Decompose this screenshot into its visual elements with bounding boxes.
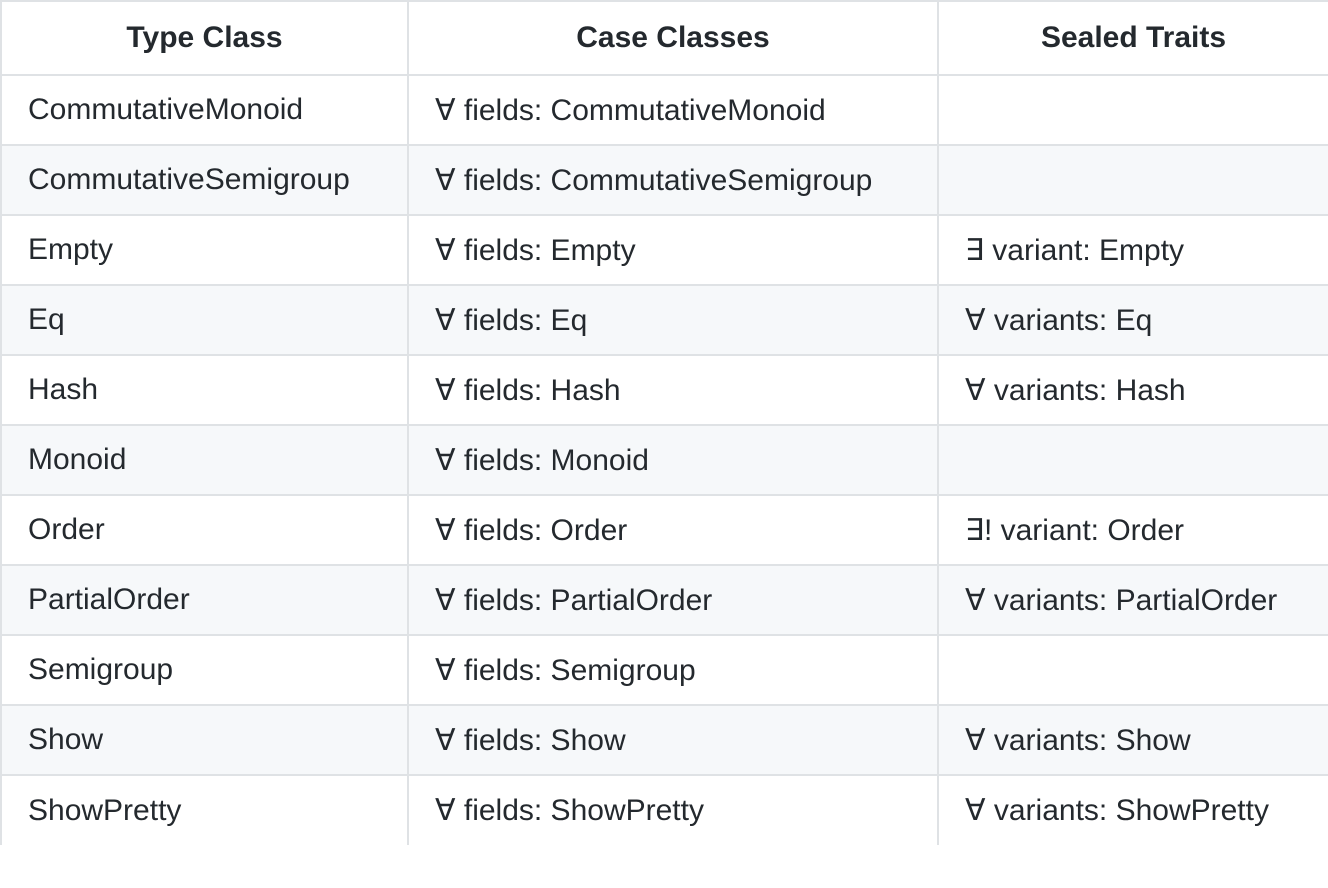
case-classes-cell: ∀ fields: Semigroup: [407, 634, 939, 706]
type-class-derivation-table: Type Class Case Classes Sealed Traits Co…: [0, 0, 1328, 845]
case-classes-cell: ∀ fields: Hash: [407, 354, 939, 426]
type-class-cell: Empty: [0, 214, 409, 286]
type-class-cell: Show: [0, 704, 409, 776]
type-class-cell: Semigroup: [0, 634, 409, 706]
type-class-cell: Order: [0, 494, 409, 566]
table-row: Empty ∀ fields: Empty ∃ variant: Empty: [0, 214, 1328, 286]
type-class-cell: PartialOrder: [0, 564, 409, 636]
sealed-traits-cell: [937, 144, 1328, 216]
case-classes-cell: ∀ fields: Order: [407, 494, 939, 566]
case-classes-cell: ∀ fields: Eq: [407, 284, 939, 356]
column-header-type-class: Type Class: [0, 0, 409, 76]
table-row: Show ∀ fields: Show ∀ variants: Show: [0, 704, 1328, 776]
table-row: Order ∀ fields: Order ∃! variant: Order: [0, 494, 1328, 566]
type-class-cell: CommutativeMonoid: [0, 74, 409, 146]
case-classes-cell: ∀ fields: Show: [407, 704, 939, 776]
sealed-traits-cell: [937, 634, 1328, 706]
sealed-traits-cell: [937, 424, 1328, 496]
table-row: Semigroup ∀ fields: Semigroup: [0, 634, 1328, 706]
column-header-case-classes: Case Classes: [407, 0, 939, 76]
table-row: Eq ∀ fields: Eq ∀ variants: Eq: [0, 284, 1328, 356]
type-class-cell: CommutativeSemigroup: [0, 144, 409, 216]
case-classes-cell: ∀ fields: Monoid: [407, 424, 939, 496]
case-classes-cell: ∀ fields: ShowPretty: [407, 774, 939, 845]
case-classes-cell: ∀ fields: Empty: [407, 214, 939, 286]
table-row: CommutativeSemigroup ∀ fields: Commutati…: [0, 144, 1328, 216]
sealed-traits-cell: ∀ variants: Hash: [937, 354, 1328, 426]
case-classes-cell: ∀ fields: CommutativeSemigroup: [407, 144, 939, 216]
case-classes-cell: ∀ fields: CommutativeMonoid: [407, 74, 939, 146]
type-class-cell: Hash: [0, 354, 409, 426]
sealed-traits-cell: ∀ variants: ShowPretty: [937, 774, 1328, 845]
type-class-cell: Monoid: [0, 424, 409, 496]
table-row: Hash ∀ fields: Hash ∀ variants: Hash: [0, 354, 1328, 426]
type-class-cell: Eq: [0, 284, 409, 356]
sealed-traits-cell: [937, 74, 1328, 146]
column-header-sealed-traits: Sealed Traits: [937, 0, 1328, 76]
table-row: ShowPretty ∀ fields: ShowPretty ∀ varian…: [0, 774, 1328, 845]
table-row: Monoid ∀ fields: Monoid: [0, 424, 1328, 496]
table-row: CommutativeMonoid ∀ fields: CommutativeM…: [0, 74, 1328, 146]
table-header-row: Type Class Case Classes Sealed Traits: [0, 0, 1328, 76]
sealed-traits-cell: ∃ variant: Empty: [937, 214, 1328, 286]
sealed-traits-cell: ∀ variants: Eq: [937, 284, 1328, 356]
table-row: PartialOrder ∀ fields: PartialOrder ∀ va…: [0, 564, 1328, 636]
sealed-traits-cell: ∀ variants: PartialOrder: [937, 564, 1328, 636]
sealed-traits-cell: ∃! variant: Order: [937, 494, 1328, 566]
type-class-cell: ShowPretty: [0, 774, 409, 845]
case-classes-cell: ∀ fields: PartialOrder: [407, 564, 939, 636]
sealed-traits-cell: ∀ variants: Show: [937, 704, 1328, 776]
